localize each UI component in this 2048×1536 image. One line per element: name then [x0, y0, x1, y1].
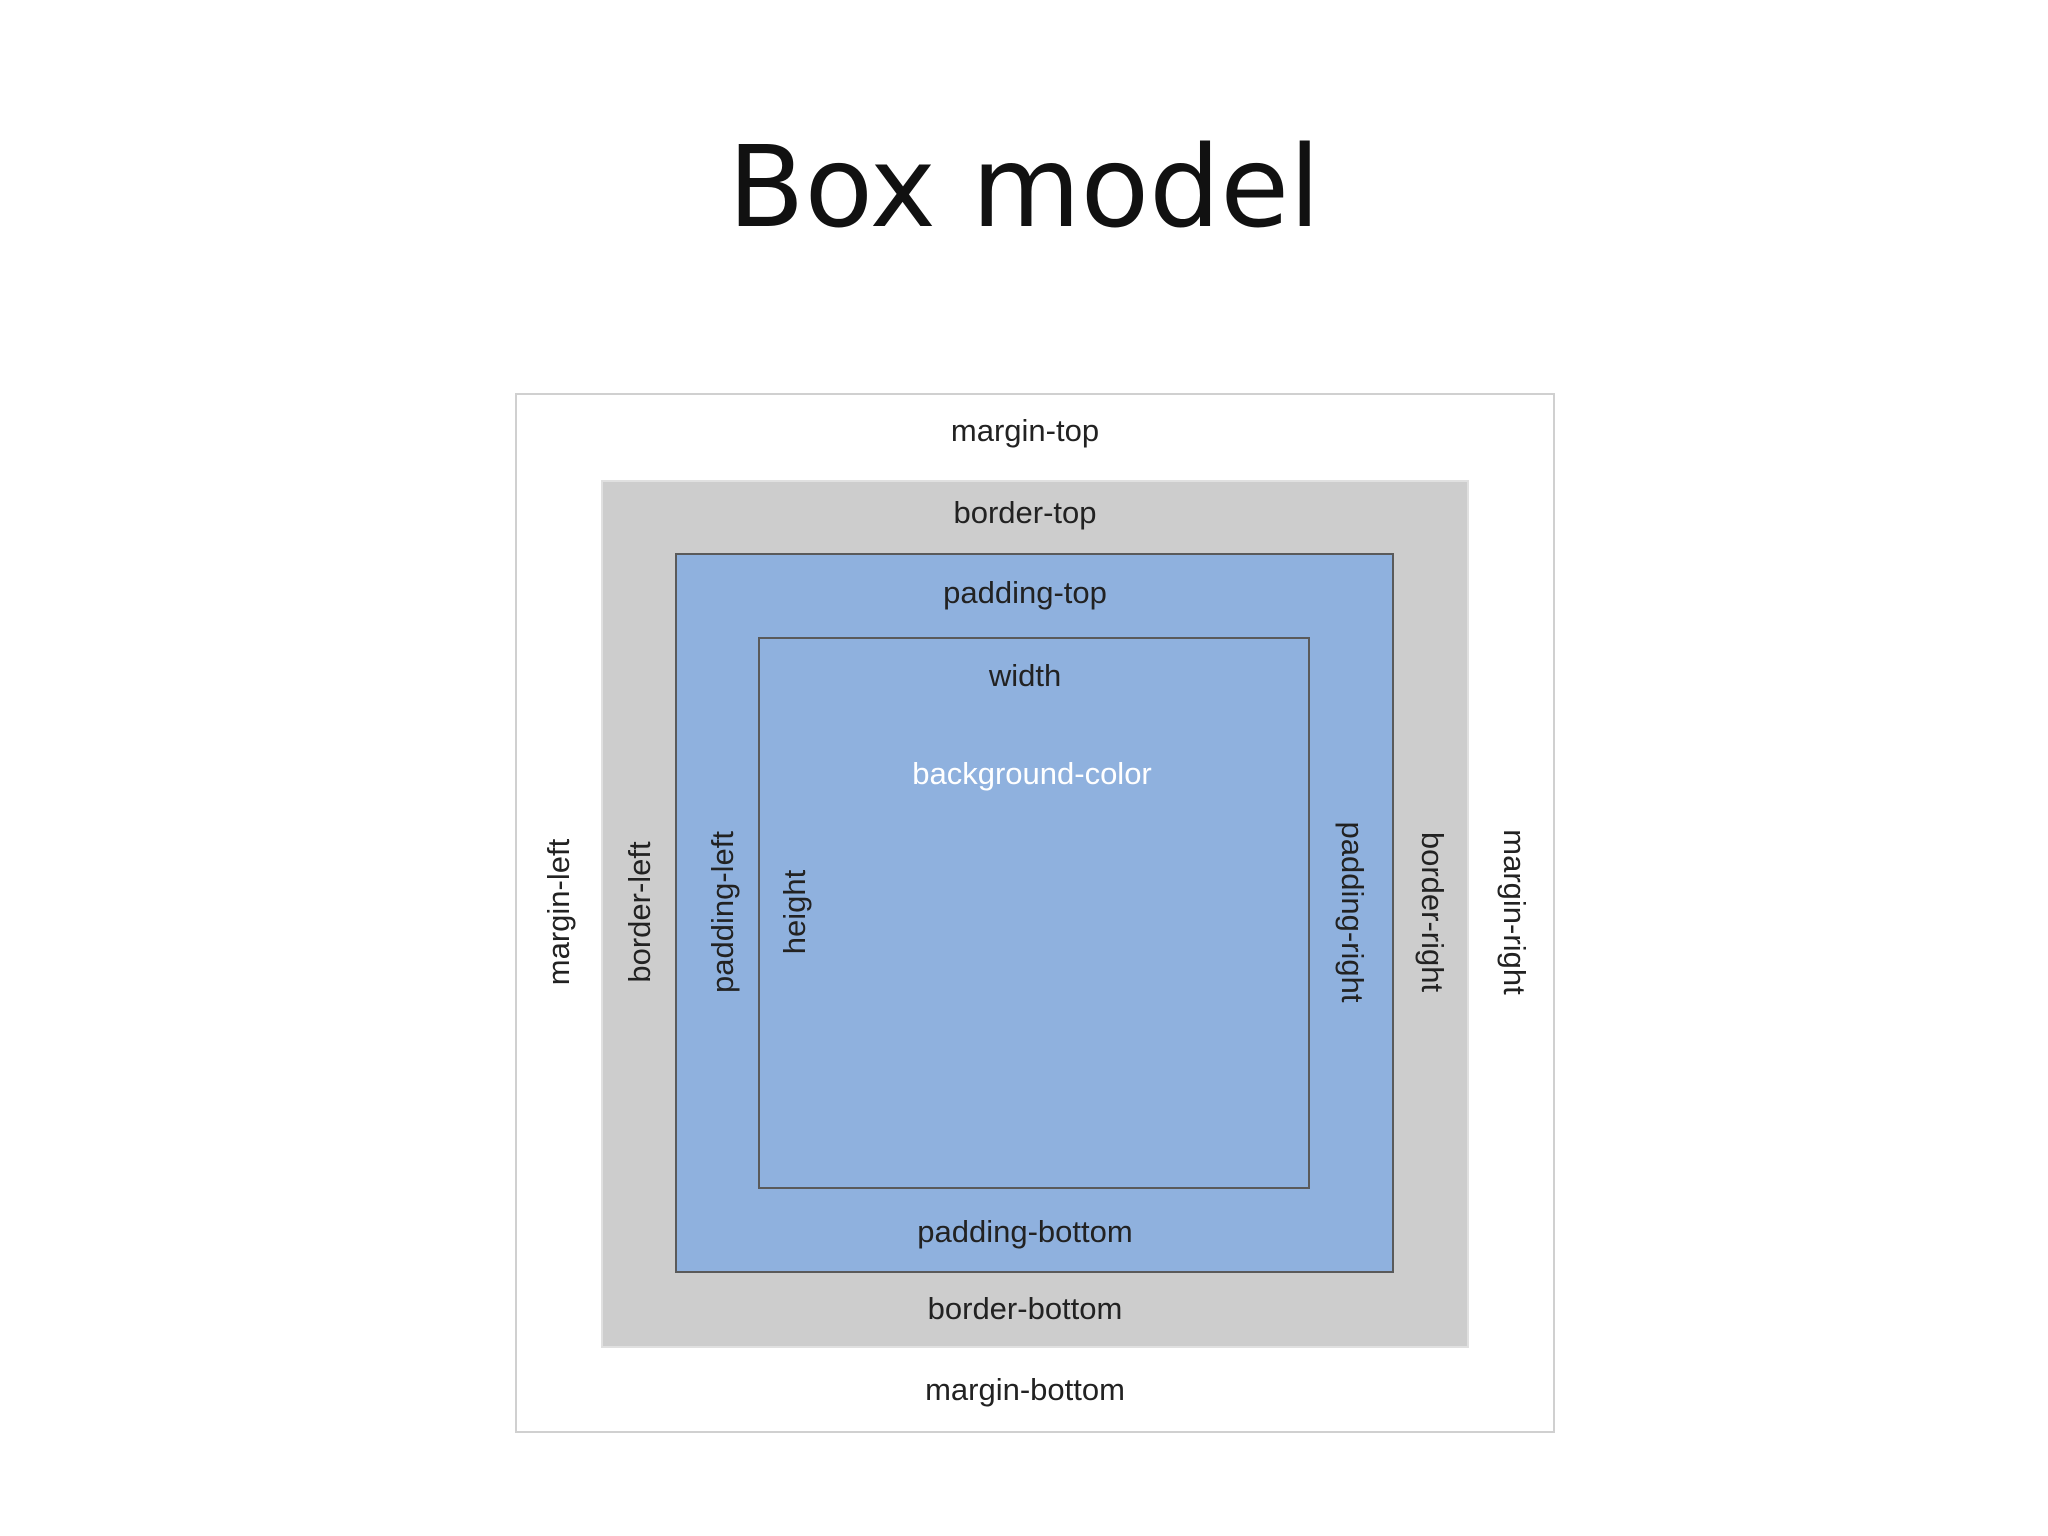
width-label: width	[988, 658, 1062, 693]
border-bottom-label: border-bottom	[927, 1291, 1123, 1326]
margin-top-label: margin-top	[950, 413, 1100, 448]
slide-title: Box model	[727, 123, 1321, 253]
padding-top-label: padding-top	[943, 575, 1107, 610]
padding-bottom-label: padding-bottom	[917, 1214, 1133, 1249]
border-top-label: border-top	[953, 495, 1097, 530]
content-area	[758, 637, 1310, 1189]
background-color-label: background-color	[912, 756, 1152, 791]
margin-bottom-label: margin-bottom	[925, 1372, 1125, 1407]
